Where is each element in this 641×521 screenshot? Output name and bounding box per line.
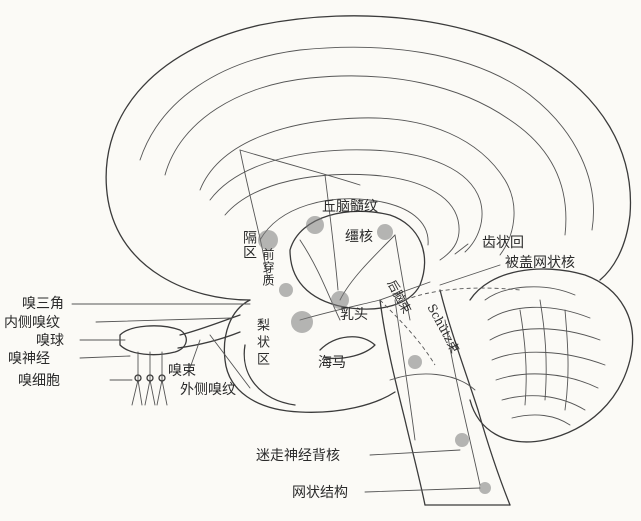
gyrus-line bbox=[164, 75, 567, 236]
thalamus-outline bbox=[289, 210, 426, 310]
pathway bbox=[239, 149, 361, 186]
label-dorsal-vagal-nucleus: 迷走神经背核 bbox=[256, 448, 340, 464]
leader-line bbox=[454, 243, 469, 255]
leader-line bbox=[369, 449, 461, 456]
pathway bbox=[239, 149, 269, 281]
olfactory-bulb bbox=[119, 325, 187, 356]
mammillotegmental bbox=[394, 299, 416, 441]
gyrus-line bbox=[139, 46, 594, 231]
label-olfactory-nerve: 嗅神经 bbox=[8, 351, 50, 367]
label-lateral-olfactory-stria: 外侧嗅纹 bbox=[180, 382, 236, 398]
fornix bbox=[259, 198, 429, 246]
pons-curve bbox=[389, 373, 476, 391]
label-hippocampus: 海马 bbox=[318, 355, 346, 371]
label-habenula: 缰核 bbox=[345, 229, 373, 245]
schutz-bundle bbox=[379, 299, 436, 366]
label-olfactory-cell: 嗅细胞 bbox=[18, 373, 60, 389]
label-dentate-gyrus: 齿状回 bbox=[482, 235, 524, 251]
leader-line bbox=[439, 264, 501, 286]
cerebellum-tree bbox=[519, 299, 569, 411]
brainstem-back bbox=[439, 289, 511, 506]
olfactory-cell bbox=[131, 351, 143, 406]
leader-line bbox=[209, 334, 251, 389]
label-tegmental-reticular: 被盖网状核 bbox=[505, 255, 575, 271]
hippocampus bbox=[319, 336, 376, 360]
label-septal-area: 隔区 bbox=[241, 230, 257, 260]
label-olfactory-bulb: 嗅球 bbox=[36, 333, 64, 349]
olfactory-cell bbox=[144, 351, 156, 406]
pathway bbox=[299, 239, 341, 321]
pathway bbox=[394, 234, 411, 321]
callosum-lower bbox=[224, 174, 460, 261]
leader-line bbox=[95, 317, 233, 323]
callosum-upper bbox=[209, 149, 483, 253]
brainstem-front bbox=[379, 299, 426, 506]
nuclei-dots bbox=[258, 216, 491, 494]
olfactory-tract-lower bbox=[177, 331, 241, 349]
temporal-lower bbox=[243, 344, 296, 406]
cerebellum-outline bbox=[469, 268, 634, 443]
label-olfactory-trigone: 嗅三角 bbox=[22, 296, 64, 312]
leader-line bbox=[189, 339, 201, 369]
label-olfactory-tract: 嗅束 bbox=[168, 363, 196, 379]
cerebellum-folia bbox=[484, 286, 606, 426]
olfactory-cell bbox=[156, 351, 168, 406]
label-medial-olfactory-stria: 内侧嗅纹 bbox=[4, 315, 60, 331]
cell-body bbox=[158, 374, 166, 382]
label-piriform-area: 梨状区 bbox=[254, 318, 269, 369]
leader-line bbox=[79, 355, 131, 359]
cingulate-line bbox=[199, 117, 515, 256]
cell-body bbox=[134, 374, 142, 382]
pathway bbox=[324, 174, 339, 291]
reticular-path bbox=[444, 319, 481, 486]
label-thalamic-striae: 丘脑髓纹 bbox=[322, 199, 378, 215]
olfactory-tract bbox=[179, 314, 241, 336]
label-mammillary-body: 乳头 bbox=[340, 307, 368, 323]
label-reticular-formation: 网状结构 bbox=[292, 485, 348, 501]
cerebrum-outline bbox=[105, 15, 632, 301]
pathway bbox=[379, 281, 431, 301]
label-anterior-perforated: 前穿质 bbox=[261, 248, 275, 287]
dorsal-longitudinal bbox=[404, 287, 521, 301]
cell-body bbox=[146, 374, 154, 382]
leader-line bbox=[364, 487, 481, 493]
temporal-lobe bbox=[223, 299, 396, 413]
